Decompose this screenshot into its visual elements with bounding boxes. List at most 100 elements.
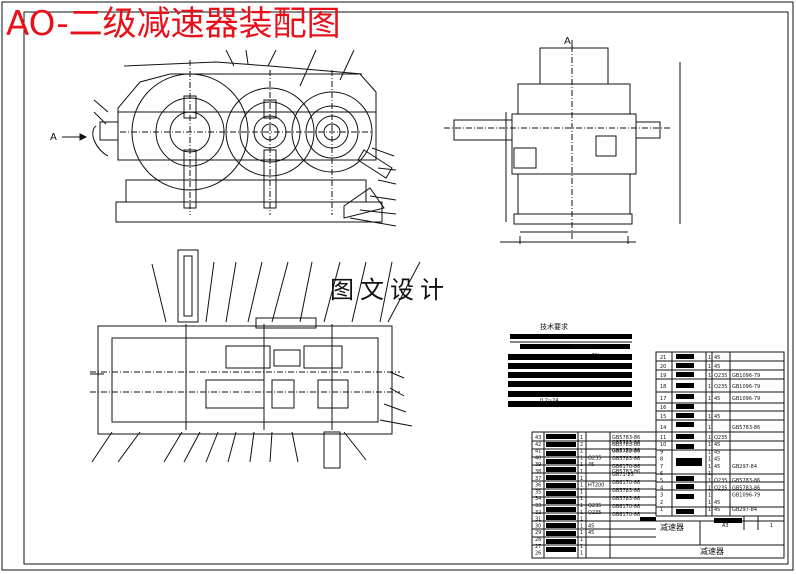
bom-row-no: 11 [660, 435, 666, 441]
bom-row-qty: 1 [580, 551, 583, 557]
bom-row-standard: GB5783-86 [612, 456, 640, 462]
inner-frame [23, 11, 789, 565]
bom-row-material: 45 [714, 464, 720, 470]
bom-row-qty: 1 [580, 544, 583, 550]
bom-row-no: 21 [660, 355, 666, 361]
bom-row-no: 33 [535, 503, 541, 509]
drawing-name: 减速器 [700, 546, 724, 556]
bom-row-standard: GB5783-86 [612, 496, 640, 502]
bom-row-qty: 1 [580, 476, 583, 482]
bom-row-qty: 1 [708, 435, 711, 441]
bom-row-qty: 1 [708, 464, 711, 470]
bom-row-no: 6 [660, 471, 663, 477]
bom-row-material: 45 [714, 364, 720, 370]
bom-row-standard: GB5783-86 [612, 435, 640, 441]
bom-row-qty: 1 [580, 510, 583, 516]
bom-row-no: 43 [535, 435, 541, 441]
bom-row-qty: 1 [708, 396, 711, 402]
bom-row-no: 38 [535, 469, 541, 475]
bom-row-qty: 1 [580, 496, 583, 502]
drawing-title: AO-二级减速器装配图 [6, 4, 341, 44]
bom-row-no: 42 [535, 442, 541, 448]
bom-row-standard: GB1096-79 [732, 373, 760, 379]
view-arrow-label: A [50, 132, 57, 143]
bom-row-no: 17 [660, 396, 666, 402]
top-view [90, 249, 421, 469]
bom-row-no: 2 [660, 500, 663, 506]
assembly-name: 减速器 [660, 522, 684, 532]
bom-row-no: 40 [535, 455, 541, 461]
bom-row-material: 45 [714, 396, 720, 402]
bom-row-no: 32 [535, 510, 541, 516]
bom-row-no: 37 [535, 476, 541, 482]
bom-row-material: Q235 [714, 478, 727, 484]
bom-row-qty: 1 [708, 507, 711, 513]
bom-row-qty: 1 [580, 523, 583, 529]
tech-fragment-3: 0.2~24 [540, 398, 559, 404]
bom-row-material: 45 [714, 500, 720, 506]
bom-row-material: Q235 [714, 373, 727, 379]
bom-row-material: 45 [588, 523, 594, 529]
bom-row-qty: 1 [708, 373, 711, 379]
bom-row-standard: GB297-84 [732, 507, 757, 513]
bom-row-qty: 1 [708, 364, 711, 370]
bom-row-no: 34 [535, 496, 541, 502]
bom-row-standard: GB5783-86 [612, 442, 640, 448]
bom-row-standard: GB6170-86 [612, 464, 640, 470]
bom-row-standard: GB5783-86 [612, 440, 640, 446]
bom-row-qty: 1 [580, 435, 583, 441]
bom-row-qty: 1 [708, 471, 711, 477]
bom-row-no: 39 [535, 462, 541, 468]
tech-fragment-2: 5% [592, 353, 600, 359]
bom-row-qty: 2 [580, 442, 583, 448]
section-label: A [564, 36, 571, 47]
bom-row-no: 14 [660, 425, 666, 431]
bom-row-standard: GB5783-86 [732, 478, 760, 484]
bom-row-qty: 1 [580, 455, 583, 461]
tech-fragment-1: 0.15mm [572, 344, 593, 350]
bom-row-material: Q235 [714, 485, 727, 491]
bom-row-material: Q235 [588, 503, 601, 509]
bom-row-no: 19 [660, 373, 666, 379]
bom-row-qty: 1 [708, 384, 711, 390]
bom-table [531, 351, 785, 559]
bom-row-material: Q235 [714, 435, 727, 441]
bom-row-no: 36 [535, 483, 541, 489]
bom-row-no: 1 [660, 507, 663, 513]
bom-row-qty: 1 [580, 483, 583, 489]
bom-row-standard: GB5783-86 [612, 469, 640, 475]
bom-row-qty: 1 [708, 355, 711, 361]
bom-row-no: 27 [535, 544, 541, 550]
bom-row-no: 7 [660, 464, 663, 470]
tech-requirements-title: 技术要求 [540, 322, 568, 331]
bom-row-standard: GB5170-86 [612, 448, 640, 454]
scale-label: A3 [722, 523, 729, 529]
bom-row-material: 45 [714, 442, 720, 448]
bom-row-material: 45 [714, 457, 720, 463]
front-view [62, 49, 397, 227]
bom-row-no: 15 [660, 414, 666, 420]
bom-row-standard: GB297-84 [732, 464, 757, 470]
bom-row-qty: 1 [580, 489, 583, 495]
bom-row-qty: 1 [708, 493, 711, 499]
bom-row-material: 45 [714, 414, 720, 420]
bom-row-material: HT200 [588, 483, 604, 489]
bom-row-qty: 1 [708, 500, 711, 506]
bom-row-standard: GB1096-79 [732, 396, 760, 402]
bom-row-qty: 1 [580, 537, 583, 543]
bom-row-material: Q235 [714, 384, 727, 390]
bom-row-standard: GB5783-86 [612, 488, 640, 494]
redacted-bars [508, 334, 742, 552]
bom-row-qty: 1 [580, 449, 583, 455]
bom-row-material: 45 [714, 507, 720, 513]
bom-row-qty: 1 [580, 530, 583, 536]
bom-row-qty: 1 [708, 442, 711, 448]
bom-row-standard: GB5783-86 [612, 449, 640, 455]
bom-row-no: 35 [535, 489, 541, 495]
watermark-text: 图文设计 [330, 276, 450, 304]
bom-row-qty: 1 [708, 485, 711, 491]
bom-row-qty: 1 [580, 503, 583, 509]
bom-row-standard: GB5783-86 [732, 425, 760, 431]
